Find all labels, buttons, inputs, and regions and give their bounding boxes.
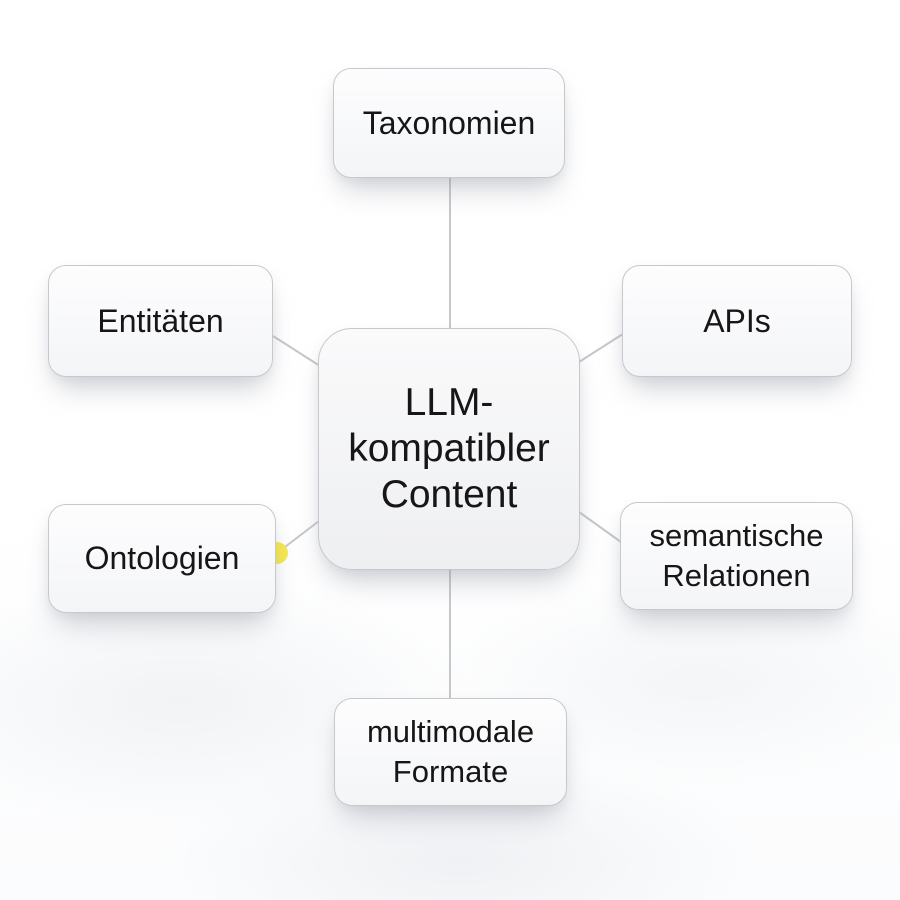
node-semantische-relationen: semantische Relationen (620, 502, 853, 610)
node-center-llm-content: LLM-kompatibler Content (318, 328, 580, 570)
node-label: LLM-kompatibler Content (348, 380, 550, 516)
node-label: Entitäten (97, 302, 224, 339)
node-ontologien: Ontologien (48, 504, 276, 613)
connector-center-semantische (578, 511, 622, 543)
node-label: multimodale Formate (366, 714, 535, 789)
connector-apis-center (578, 331, 627, 363)
node-multimodale-formate: multimodale Formate (334, 698, 567, 806)
node-label: APIs (703, 302, 771, 339)
node-label: semantische Relationen (649, 518, 824, 593)
node-apis: APIs (622, 265, 852, 377)
connector-entitaeten-center (272, 335, 321, 367)
node-entitaeten: Entitäten (48, 265, 273, 377)
node-taxonomien: Taxonomien (333, 68, 565, 178)
node-label: Ontologien (84, 540, 240, 577)
node-label: Taxonomien (362, 104, 536, 141)
